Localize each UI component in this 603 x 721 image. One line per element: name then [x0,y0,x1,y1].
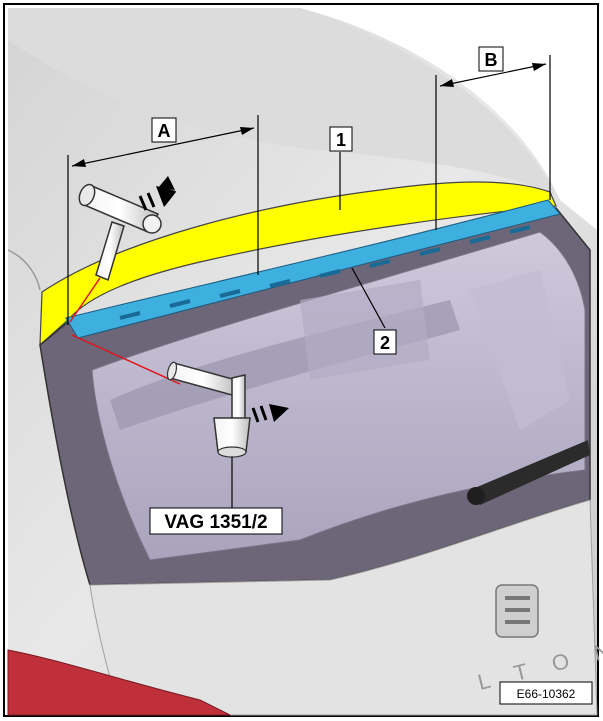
adhesive-strip [65,199,561,339]
callout-b-text: B [485,50,498,70]
tool-label-text: VAG 1351/2 [164,512,267,533]
airflow-arrow-icon [251,404,289,423]
tool-label: VAG 1351/2 [149,507,283,535]
figure-id: E66-10362 [499,681,593,705]
wiper-arm [470,440,590,505]
callout-1: 1 [329,126,353,152]
callout-2-text: 2 [380,333,390,353]
interior-seat [300,280,430,380]
callout-2: 2 [373,329,397,355]
heat-line-lower [71,334,181,385]
spoiler-region [39,181,557,347]
interior-pillar [470,270,570,430]
airflow-arrow-icon [138,176,176,211]
strip-holes [119,225,531,320]
callout-1-text: 1 [336,130,346,150]
figure-id-text: E66-10362 [517,687,576,701]
heat-gun-icon [78,183,162,282]
dimension-a [67,115,259,325]
roof-top-panel [8,8,555,195]
heat-gun-icon [166,361,251,508]
callout-a: A [151,117,177,143]
tail-light [7,649,231,716]
seat-logo-icon [495,584,539,638]
leader-2 [351,267,386,329]
wiper-pivot [467,487,485,505]
heat-line-upper [69,277,101,323]
dimension-b [435,55,551,230]
roof-edge-line [7,249,41,291]
tailgate-panel [89,499,598,716]
callout-a-text: A [158,121,171,141]
callout-b: B [478,46,504,72]
